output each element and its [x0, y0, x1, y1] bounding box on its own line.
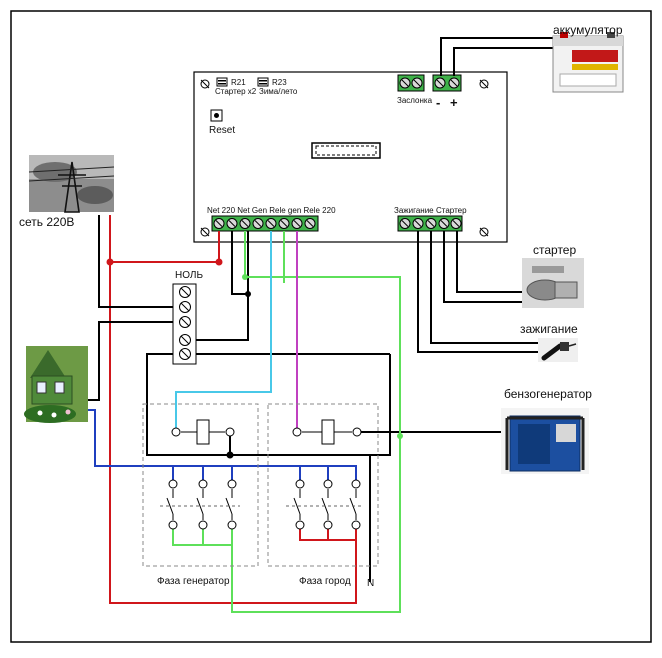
r23-sublabel: Зима/лето	[259, 87, 298, 96]
battery-label: аккумулятор	[553, 23, 623, 37]
wires	[88, 37, 553, 613]
damper-label: Заслонка	[397, 96, 433, 105]
contactor-city	[267, 403, 379, 567]
neutral-n-label: N	[367, 578, 374, 589]
green-junction	[397, 433, 403, 439]
starter-motor-icon	[522, 258, 584, 308]
r21-sublabel: Стартер х2	[215, 87, 257, 96]
ignition-coil-icon	[538, 338, 578, 362]
battery-minus-wire	[440, 37, 553, 76]
board-outline	[193, 71, 508, 243]
battery-terminal	[432, 74, 462, 92]
controller-board: R21 Стартер х2 R23 Зима/лето Reset Засло…	[193, 71, 508, 243]
red-junction-2	[215, 258, 223, 266]
jumper-r23-icon	[257, 77, 269, 87]
ignition-wire-1	[430, 231, 538, 344]
r23-label: R23	[272, 78, 287, 87]
terminals-left-label: Net 220 Net Gen Rele gen Rele 220	[207, 206, 336, 215]
mains-phase-wire	[109, 215, 220, 263]
jumper-r21-icon	[216, 77, 228, 87]
starter-terminal-label: Стартер	[436, 206, 467, 215]
chip-icon	[311, 142, 381, 159]
black-junction-2	[245, 291, 251, 297]
damper-terminal	[397, 74, 425, 92]
mount-hole-icon	[200, 79, 489, 237]
starter-wire-2	[443, 231, 528, 303]
terminal-block-left	[211, 215, 319, 232]
relay-neutral-wire	[146, 353, 231, 456]
r21-label: R21	[231, 78, 246, 87]
power-line-icon	[28, 155, 115, 213]
generator-output-wire	[172, 435, 401, 613]
ignition-terminal-label: Зажигание	[394, 206, 434, 215]
black-junction	[226, 451, 234, 459]
neutral-terminal-block	[172, 283, 197, 365]
ignition-label: зажигание	[520, 322, 578, 336]
generator-label: бензогенератор	[504, 387, 592, 401]
phase-generator-label: Фаза генератор	[157, 576, 230, 587]
contactor-generator	[142, 403, 259, 567]
ignition-wire-2	[417, 231, 538, 353]
house-load-wire	[88, 409, 357, 467]
outer-frame	[10, 10, 652, 643]
red-junction	[106, 258, 114, 266]
green-junction-2	[242, 274, 248, 280]
starter-label: стартер	[533, 243, 576, 257]
generator-icon	[501, 408, 589, 474]
neutral-block-label: НОЛЬ	[175, 270, 203, 281]
mains-neutral-wire	[98, 215, 180, 308]
mains-label: сеть 220В	[19, 215, 74, 229]
city-phase-wire	[109, 262, 357, 604]
reset-button-dot	[214, 113, 219, 118]
reset-label: Reset	[209, 125, 235, 136]
battery-icon	[552, 32, 624, 93]
plus-label: +	[450, 95, 458, 110]
minus-label: -	[436, 95, 440, 110]
phase-city-label: Фаза город	[299, 576, 351, 587]
relay-neutral-wire-2	[230, 431, 391, 456]
battery-plus-wire	[453, 47, 553, 76]
generator-phase-wire	[244, 231, 401, 435]
rele-gen-control-wire	[175, 231, 272, 432]
house-icon	[24, 346, 88, 423]
terminal-block-right	[397, 215, 463, 232]
house-neutral-wire	[88, 321, 180, 401]
generator-neutral-wire	[389, 354, 505, 433]
starter-wire-1	[456, 231, 528, 293]
